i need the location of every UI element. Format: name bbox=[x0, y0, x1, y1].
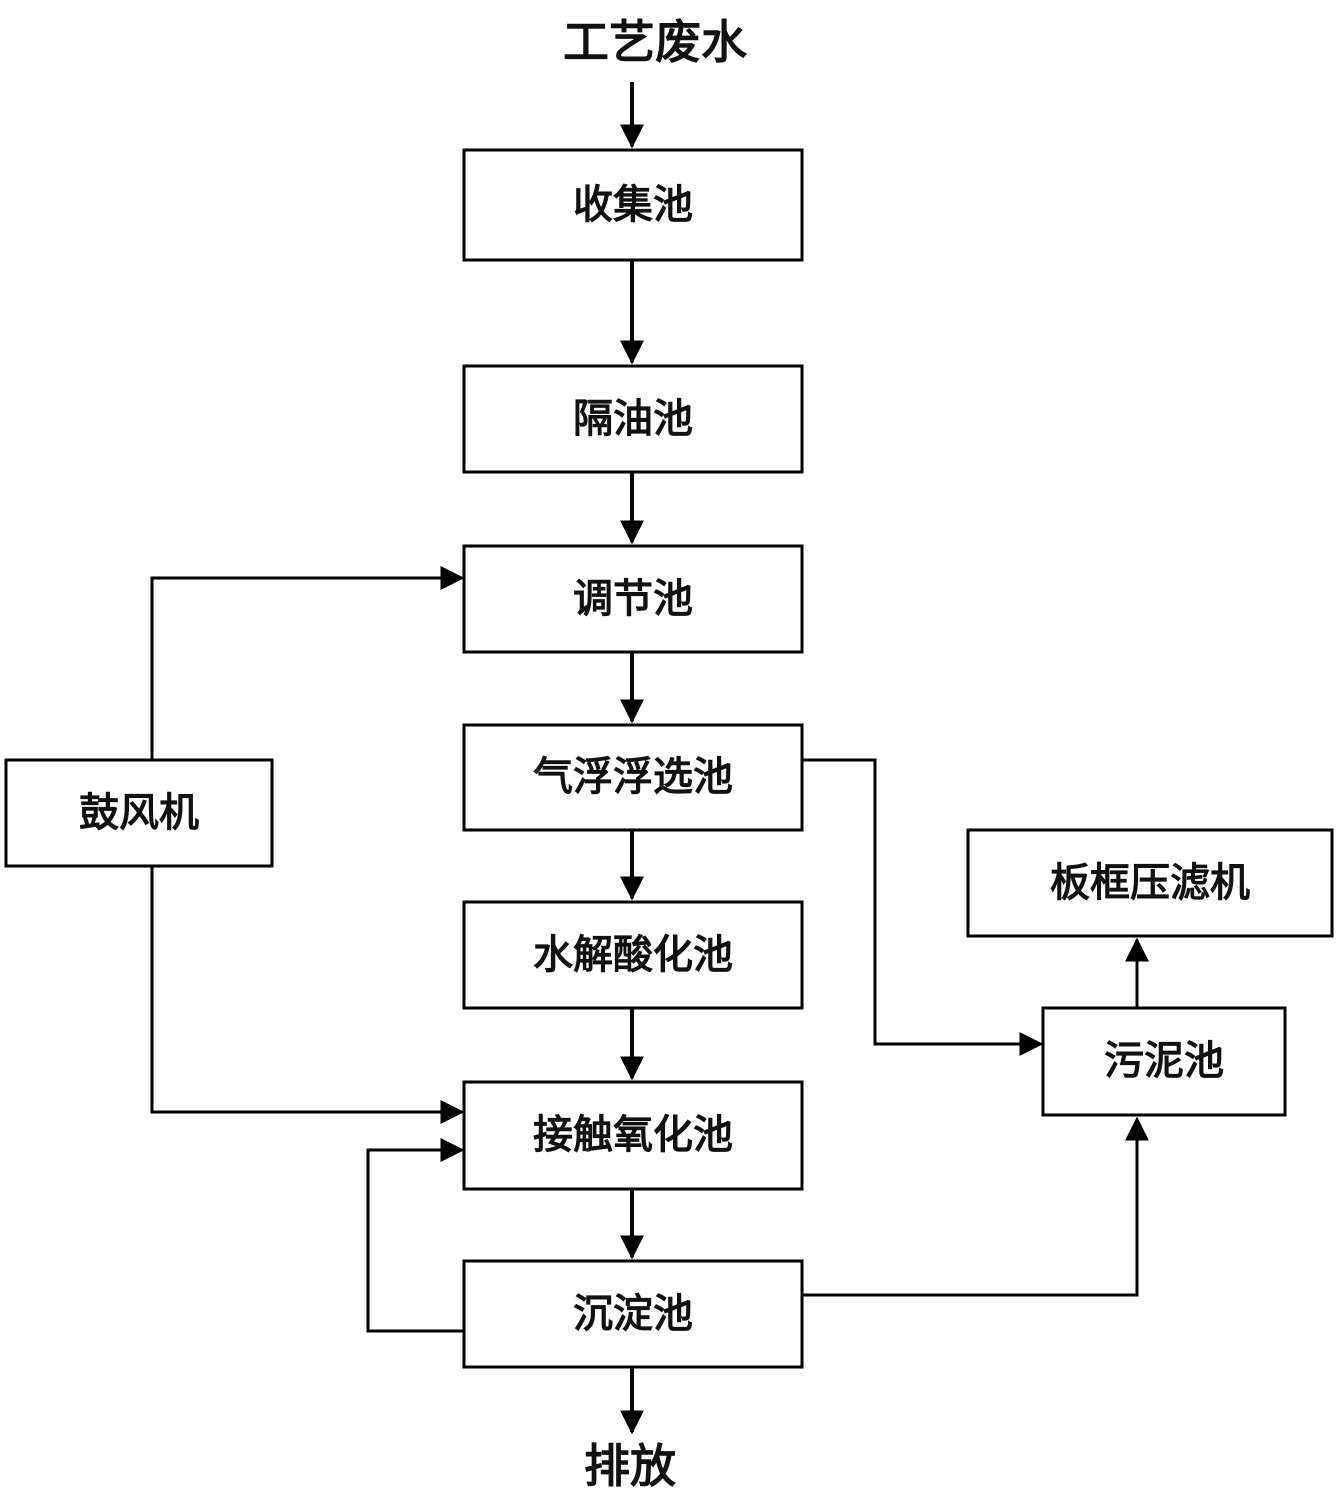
blower-label: 鼓风机 bbox=[79, 790, 199, 836]
line-sludge-return-to-contact-oxidation bbox=[366, 1138, 465, 1333]
equalization-tank-label: 调节池 bbox=[573, 576, 693, 622]
contact-oxidation-tank-box: 接触氧化池 bbox=[462, 1080, 804, 1191]
hydrolysis-acidification-tank-box: 水解酸化池 bbox=[462, 900, 804, 1010]
air-flotation-tank-box: 气浮浮选池 bbox=[462, 723, 804, 832]
blower-box: 鼓风机 bbox=[4, 758, 274, 868]
sedimentation-tank-box: 沉淀池 bbox=[462, 1259, 804, 1369]
line-sedimentation-to-sludge-tank bbox=[802, 1116, 1149, 1297]
oil-separator-box: 隔油池 bbox=[462, 364, 804, 474]
contact-oxidation-tank-label: 接触氧化池 bbox=[533, 1112, 733, 1158]
hydrolysis-acidification-tank-label: 水解酸化池 bbox=[533, 932, 733, 978]
equalization-tank-box: 调节池 bbox=[462, 544, 804, 654]
plate-frame-filter-press-box: 板框压滤机 bbox=[966, 828, 1334, 938]
line-blower-to-contact-oxidation bbox=[150, 866, 465, 1124]
sludge-tank-label: 污泥池 bbox=[1104, 1038, 1224, 1084]
input-label: 工艺废水 bbox=[563, 15, 748, 69]
sedimentation-tank-label: 沉淀池 bbox=[573, 1291, 693, 1337]
line-air-flotation-to-sludge-tank bbox=[802, 758, 1044, 1056]
oil-separator-label: 隔油池 bbox=[573, 396, 693, 442]
output-label: 排放 bbox=[584, 1439, 676, 1493]
line-blower-to-equalization bbox=[150, 566, 465, 760]
plate-frame-filter-press-label: 板框压滤机 bbox=[1050, 860, 1250, 906]
sludge-tank-box: 污泥池 bbox=[1041, 1006, 1287, 1117]
collection-tank-box: 收集池 bbox=[462, 148, 804, 262]
collection-tank-label: 收集池 bbox=[573, 182, 693, 228]
air-flotation-tank-label: 气浮浮选池 bbox=[533, 754, 733, 800]
